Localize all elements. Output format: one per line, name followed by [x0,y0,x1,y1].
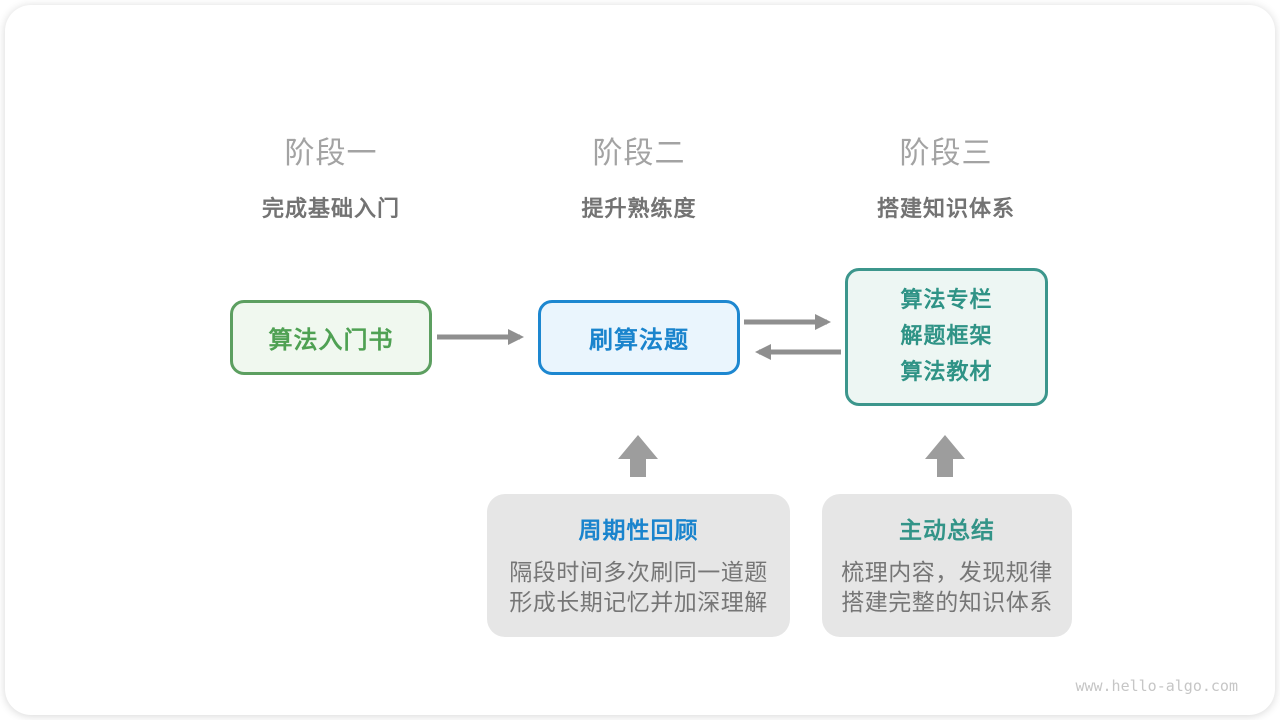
stage-3-label: 阶段三 [899,136,993,171]
callout-periodic-review-line-2: 形成长期记忆并加深理解 [509,590,768,616]
callout-active-summary-line-2: 搭建完整的知识体系 [841,590,1053,616]
node-resources-line-3: 算法教材 [900,360,993,385]
callout-periodic-review-line-1: 隔段时间多次刷同一道题 [509,560,768,586]
callout-active-summary-line-1: 梳理内容，发现规律 [841,560,1053,586]
node-resources-line-1: 算法专栏 [900,288,993,313]
callout-periodic-review-body: 隔段时间多次刷同一道题 形成长期记忆并加深理解 [487,558,790,618]
stage-3-header: 阶段三 搭建知识体系 [816,128,1076,223]
stage-1-subtitle: 完成基础入门 [261,197,400,222]
node-intro-book-label: 算法入门书 [268,326,394,354]
node-intro-book: 算法入门书 [230,300,432,375]
node-resources-line-2: 解题框架 [900,324,993,349]
stage-2-header: 阶段二 提升熟练度 [509,128,769,223]
stage-2-label: 阶段二 [592,136,686,171]
node-resources: 算法专栏 解题框架 算法教材 [845,268,1048,406]
stage-3-subtitle: 搭建知识体系 [876,197,1015,222]
callout-active-summary: 主动总结 梳理内容，发现规律 搭建完整的知识体系 [822,494,1072,637]
stage-2-subtitle: 提升熟练度 [581,197,697,222]
node-practice: 刷算法题 [538,300,740,375]
callout-active-summary-body: 梳理内容，发现规律 搭建完整的知识体系 [822,558,1072,618]
callout-active-summary-title: 主动总结 [899,518,995,544]
stage-1-label: 阶段一 [284,136,378,171]
watermark-url: www.hello-algo.com [1075,677,1238,695]
callout-periodic-review: 周期性回顾 隔段时间多次刷同一道题 形成长期记忆并加深理解 [487,494,790,637]
callout-periodic-review-title: 周期性回顾 [578,518,699,544]
node-practice-label: 刷算法题 [589,326,689,354]
stage-1-header: 阶段一 完成基础入门 [201,128,461,223]
